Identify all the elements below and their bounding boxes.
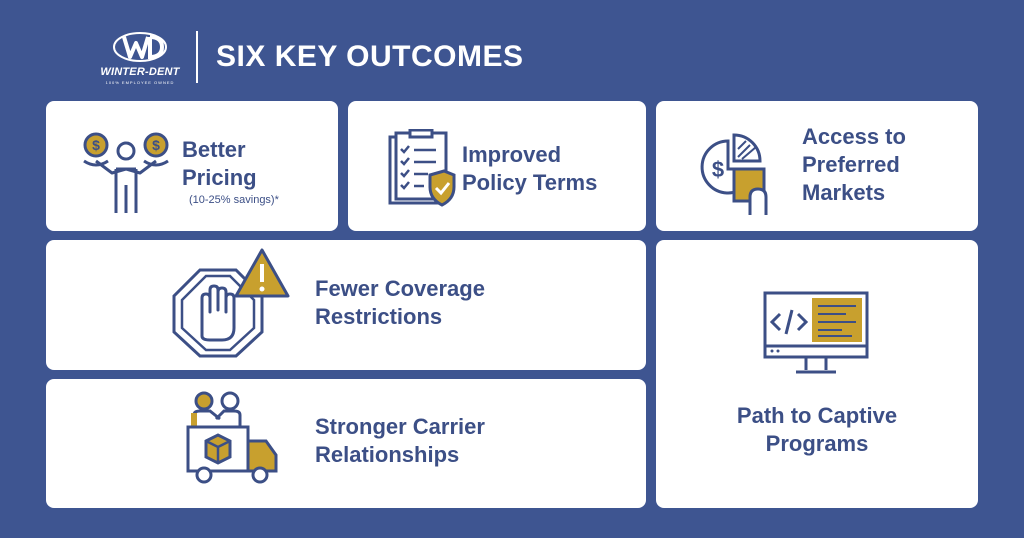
logo-wd-mark-icon <box>113 32 167 62</box>
svg-text:$: $ <box>92 137 100 153</box>
logo-brand-text: WINTER-DENT <box>100 66 180 78</box>
svg-text:$: $ <box>712 157 724 182</box>
scale-coins-icon: $ $ <box>83 132 169 213</box>
svg-text:$: $ <box>152 137 160 153</box>
pie-chart-hand-icon: $ <box>700 133 768 215</box>
winter-dent-logo: WINTER-DENT 100% EMPLOYEE OWNED <box>100 29 180 85</box>
stop-hand-warning-icon <box>172 248 290 358</box>
delivery-truck-icon <box>186 391 278 484</box>
header-divider <box>196 31 198 83</box>
checklist-shield-icon <box>388 129 456 207</box>
card-better-pricing-note: (10-25% savings)* <box>189 194 279 206</box>
code-monitor-icon <box>763 291 869 374</box>
header: WINTER-DENT 100% EMPLOYEE OWNED SIX KEY … <box>100 28 524 86</box>
page-title: SIX KEY OUTCOMES <box>216 40 524 73</box>
logo-tagline: 100% EMPLOYEE OWNED <box>105 80 175 85</box>
